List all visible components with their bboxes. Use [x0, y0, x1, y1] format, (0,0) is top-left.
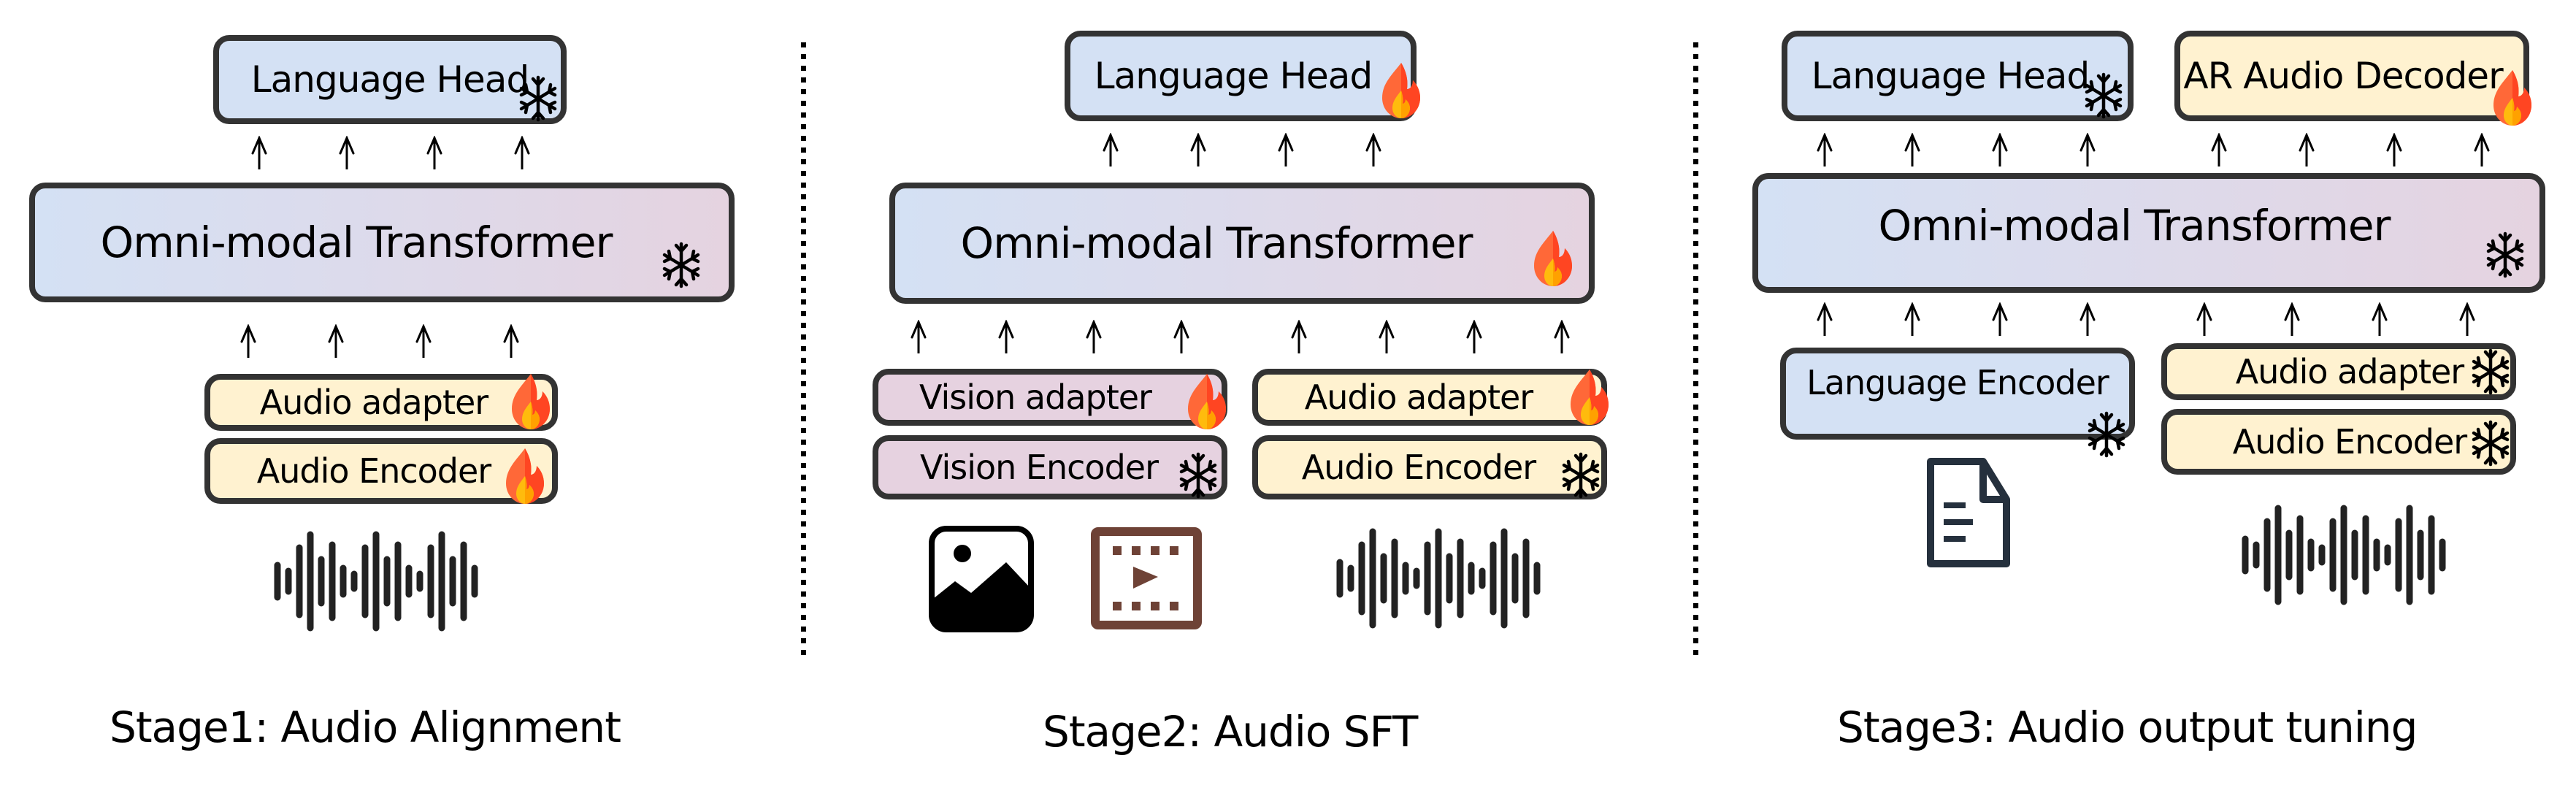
up-arrow-icon: [2383, 133, 2405, 166]
audio-encoder-box: Audio Encoder: [2161, 409, 2516, 475]
up-arrow-icon: [1187, 133, 1209, 166]
snowflake-icon: [1561, 451, 1601, 499]
vision-adapter-box: Vision adapter: [873, 369, 1227, 426]
snowflake-icon: [2087, 410, 2126, 459]
up-arrow-icon: [413, 324, 434, 358]
up-arrow-icon: [511, 136, 533, 169]
audio-adapter-label: Audio adapter: [259, 383, 488, 422]
fire-icon: [1184, 372, 1230, 431]
ar-audio-decoder-label: AR Audio Decoder: [2183, 55, 2503, 97]
audio-waveform-icon: [1333, 527, 1552, 629]
fire-icon: [508, 372, 553, 431]
omni-modal-transformer-box: Omni-modal Transformer: [29, 183, 735, 302]
snowflake-icon: [2485, 231, 2525, 279]
audio-adapter-label: Audio adapter: [1304, 378, 1533, 417]
fire-icon: [2490, 69, 2535, 127]
up-arrow-icon: [423, 136, 445, 169]
audio-waveform-icon: [270, 530, 489, 632]
image-icon: [929, 526, 1034, 632]
audio-encoder-box: Audio Encoder: [204, 438, 558, 504]
ar-audio-decoder-box: AR Audio Decoder: [2174, 31, 2529, 121]
up-arrow-icon: [2193, 302, 2215, 336]
up-arrow-icon: [1083, 320, 1105, 353]
snowflake-icon: [2471, 348, 2510, 396]
up-arrow-icon: [2077, 133, 2098, 166]
omni-modal-transformer-box: Omni-modal Transformer: [889, 183, 1595, 304]
audio-encoder-label: Audio Encoder: [256, 451, 491, 491]
up-arrow-icon: [1551, 320, 1573, 353]
up-arrow-icon: [1901, 133, 1923, 166]
up-arrow-icon: [1100, 133, 1122, 166]
snowflake-icon: [518, 74, 558, 123]
stage-1-caption: Stage1: Audio Alignment: [110, 702, 621, 752]
up-arrow-icon: [1362, 133, 1384, 166]
fire-icon: [1567, 368, 1612, 426]
up-arrow-icon: [2369, 302, 2391, 336]
fire-icon: [1379, 61, 1424, 120]
transformer-label: Omni-modal Transformer: [100, 218, 613, 267]
stage-separator: [801, 42, 806, 657]
language-encoder-box: Language Encoder: [1780, 348, 2135, 440]
audio-waveform-icon: [2238, 504, 2457, 606]
audio-adapter-box: Audio adapter: [2161, 343, 2516, 400]
language-head-box: Language Head: [1065, 31, 1417, 121]
up-arrow-icon: [2281, 302, 2303, 336]
video-icon: [1091, 527, 1202, 629]
language-head-box: Language Head: [1782, 31, 2134, 121]
transformer-label: Omni-modal Transformer: [1878, 201, 2391, 250]
audio-encoder-label: Audio Encoder: [2232, 422, 2467, 461]
up-arrow-icon: [500, 324, 522, 358]
up-arrow-icon: [1989, 133, 2011, 166]
audio-encoder-label: Audio Encoder: [1301, 448, 1536, 487]
up-arrow-icon: [2208, 133, 2230, 166]
language-head-box: Language Head: [213, 35, 567, 124]
snowflake-icon: [662, 241, 701, 289]
up-arrow-icon: [1901, 302, 1923, 336]
up-arrow-icon: [1288, 320, 1310, 353]
language-encoder-label: Language Encoder: [1806, 363, 2109, 402]
up-arrow-icon: [1814, 302, 1836, 336]
up-arrow-icon: [2471, 133, 2493, 166]
vision-encoder-box: Vision Encoder: [873, 435, 1227, 499]
audio-adapter-label: Audio adapter: [2235, 352, 2464, 391]
audio-encoder-box: Audio Encoder: [1252, 435, 1607, 499]
language-head-label: Language Head: [1094, 55, 1373, 97]
language-head-label: Language Head: [250, 58, 529, 101]
vision-encoder-label: Vision Encoder: [920, 448, 1159, 487]
stage-separator: [1693, 42, 1698, 657]
vision-adapter-label: Vision adapter: [919, 378, 1152, 417]
up-arrow-icon: [1170, 320, 1192, 353]
fire-icon: [502, 447, 548, 505]
up-arrow-icon: [1989, 302, 2011, 336]
document-icon: [1927, 458, 2010, 567]
up-arrow-icon: [1814, 133, 1836, 166]
fire-icon: [1530, 229, 1576, 288]
stage-3-caption: Stage3: Audio output tuning: [1837, 702, 2418, 752]
up-arrow-icon: [325, 324, 347, 358]
snowflake-icon: [1178, 451, 1218, 499]
up-arrow-icon: [995, 320, 1017, 353]
up-arrow-icon: [908, 320, 929, 353]
up-arrow-icon: [1376, 320, 1398, 353]
transformer-label: Omni-modal Transformer: [960, 218, 1473, 268]
up-arrow-icon: [1275, 133, 1297, 166]
up-arrow-icon: [1463, 320, 1485, 353]
up-arrow-icon: [2296, 133, 2318, 166]
audio-adapter-box: Audio adapter: [204, 374, 558, 431]
up-arrow-icon: [2456, 302, 2478, 336]
omni-modal-transformer-box: Omni-modal Transformer: [1752, 173, 2545, 293]
snowflake-icon: [2084, 72, 2123, 120]
snowflake-icon: [2471, 419, 2510, 467]
stage-2-caption: Stage2: Audio SFT: [1043, 707, 1418, 757]
up-arrow-icon: [336, 136, 358, 169]
up-arrow-icon: [2077, 302, 2098, 336]
language-head-label: Language Head: [1811, 55, 2090, 97]
up-arrow-icon: [237, 324, 259, 358]
up-arrow-icon: [248, 136, 270, 169]
audio-adapter-box: Audio adapter: [1252, 369, 1607, 426]
